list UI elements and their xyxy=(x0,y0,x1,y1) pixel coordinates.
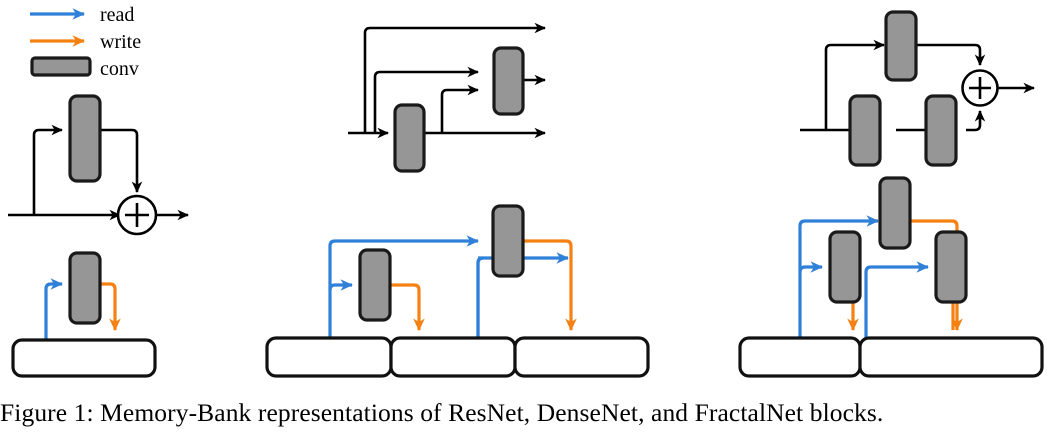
gray-rectangle-icon xyxy=(30,56,92,77)
conv-block xyxy=(68,251,102,325)
write-arrow xyxy=(522,239,577,332)
conv-block xyxy=(358,248,392,322)
bank-slot xyxy=(265,336,393,378)
write-arrow xyxy=(100,282,121,332)
figure-caption: Figure 1: Memory-Bank representations of… xyxy=(0,398,884,427)
conv-block xyxy=(934,230,968,304)
densenet-skip-to-conv2-wire xyxy=(373,66,479,133)
read-arrow xyxy=(476,252,570,344)
conv-block xyxy=(393,103,426,173)
fractalnet-skip-to-upper-conv-wire xyxy=(824,39,885,130)
conv-block xyxy=(828,230,862,304)
densenet-block-diagram xyxy=(348,22,546,173)
legend-item-write: write xyxy=(30,31,141,53)
read-arrow xyxy=(864,261,930,344)
read-arrow xyxy=(798,261,824,273)
legend-item-conv: conv xyxy=(30,56,139,80)
write-arrow xyxy=(390,283,425,332)
legend: read write conv xyxy=(30,4,141,80)
densenet-memory-bank-diagram xyxy=(265,204,650,378)
fractalnet-block-diagram xyxy=(800,10,1035,167)
read-arrow xyxy=(328,235,480,344)
sum-node xyxy=(116,194,158,236)
bank-slot xyxy=(858,336,1044,378)
conv-block xyxy=(924,94,958,167)
bank-slot xyxy=(513,336,650,378)
conv-block xyxy=(492,46,525,116)
legend-label-read: read xyxy=(100,4,134,26)
legend-item-read: read xyxy=(30,4,134,26)
bank-slot xyxy=(11,338,157,378)
conv-block xyxy=(848,94,882,167)
conv-block xyxy=(68,94,102,183)
write-arrow xyxy=(910,219,963,332)
resnet-skip-to-conv-wire xyxy=(32,124,63,215)
read-arrow xyxy=(328,279,354,291)
densenet-conv1-to-conv2-wire xyxy=(440,84,479,133)
fractalnet-upper-to-sum-wire xyxy=(916,43,986,66)
resnet-block-diagram xyxy=(8,94,189,236)
legend-label-conv: conv xyxy=(100,58,139,80)
densenet-skip-top-wire xyxy=(363,22,546,133)
read-arrow xyxy=(44,278,64,344)
legend-label-write: write xyxy=(100,31,141,53)
bank-slot xyxy=(738,336,862,378)
fractalnet-lower-to-sum-wire xyxy=(966,110,986,132)
conv-block xyxy=(884,10,918,82)
read-arrow xyxy=(798,215,880,344)
resnet-memory-bank-diagram xyxy=(11,251,157,378)
resnet-conv-out-wire xyxy=(100,128,143,193)
bank-slot xyxy=(389,336,517,378)
conv-block xyxy=(491,204,525,278)
figure-canvas: read write conv xyxy=(8,4,1044,378)
sum-node xyxy=(961,69,999,107)
conv-block xyxy=(878,176,912,250)
fractalnet-memory-bank-diagram xyxy=(738,176,1044,378)
